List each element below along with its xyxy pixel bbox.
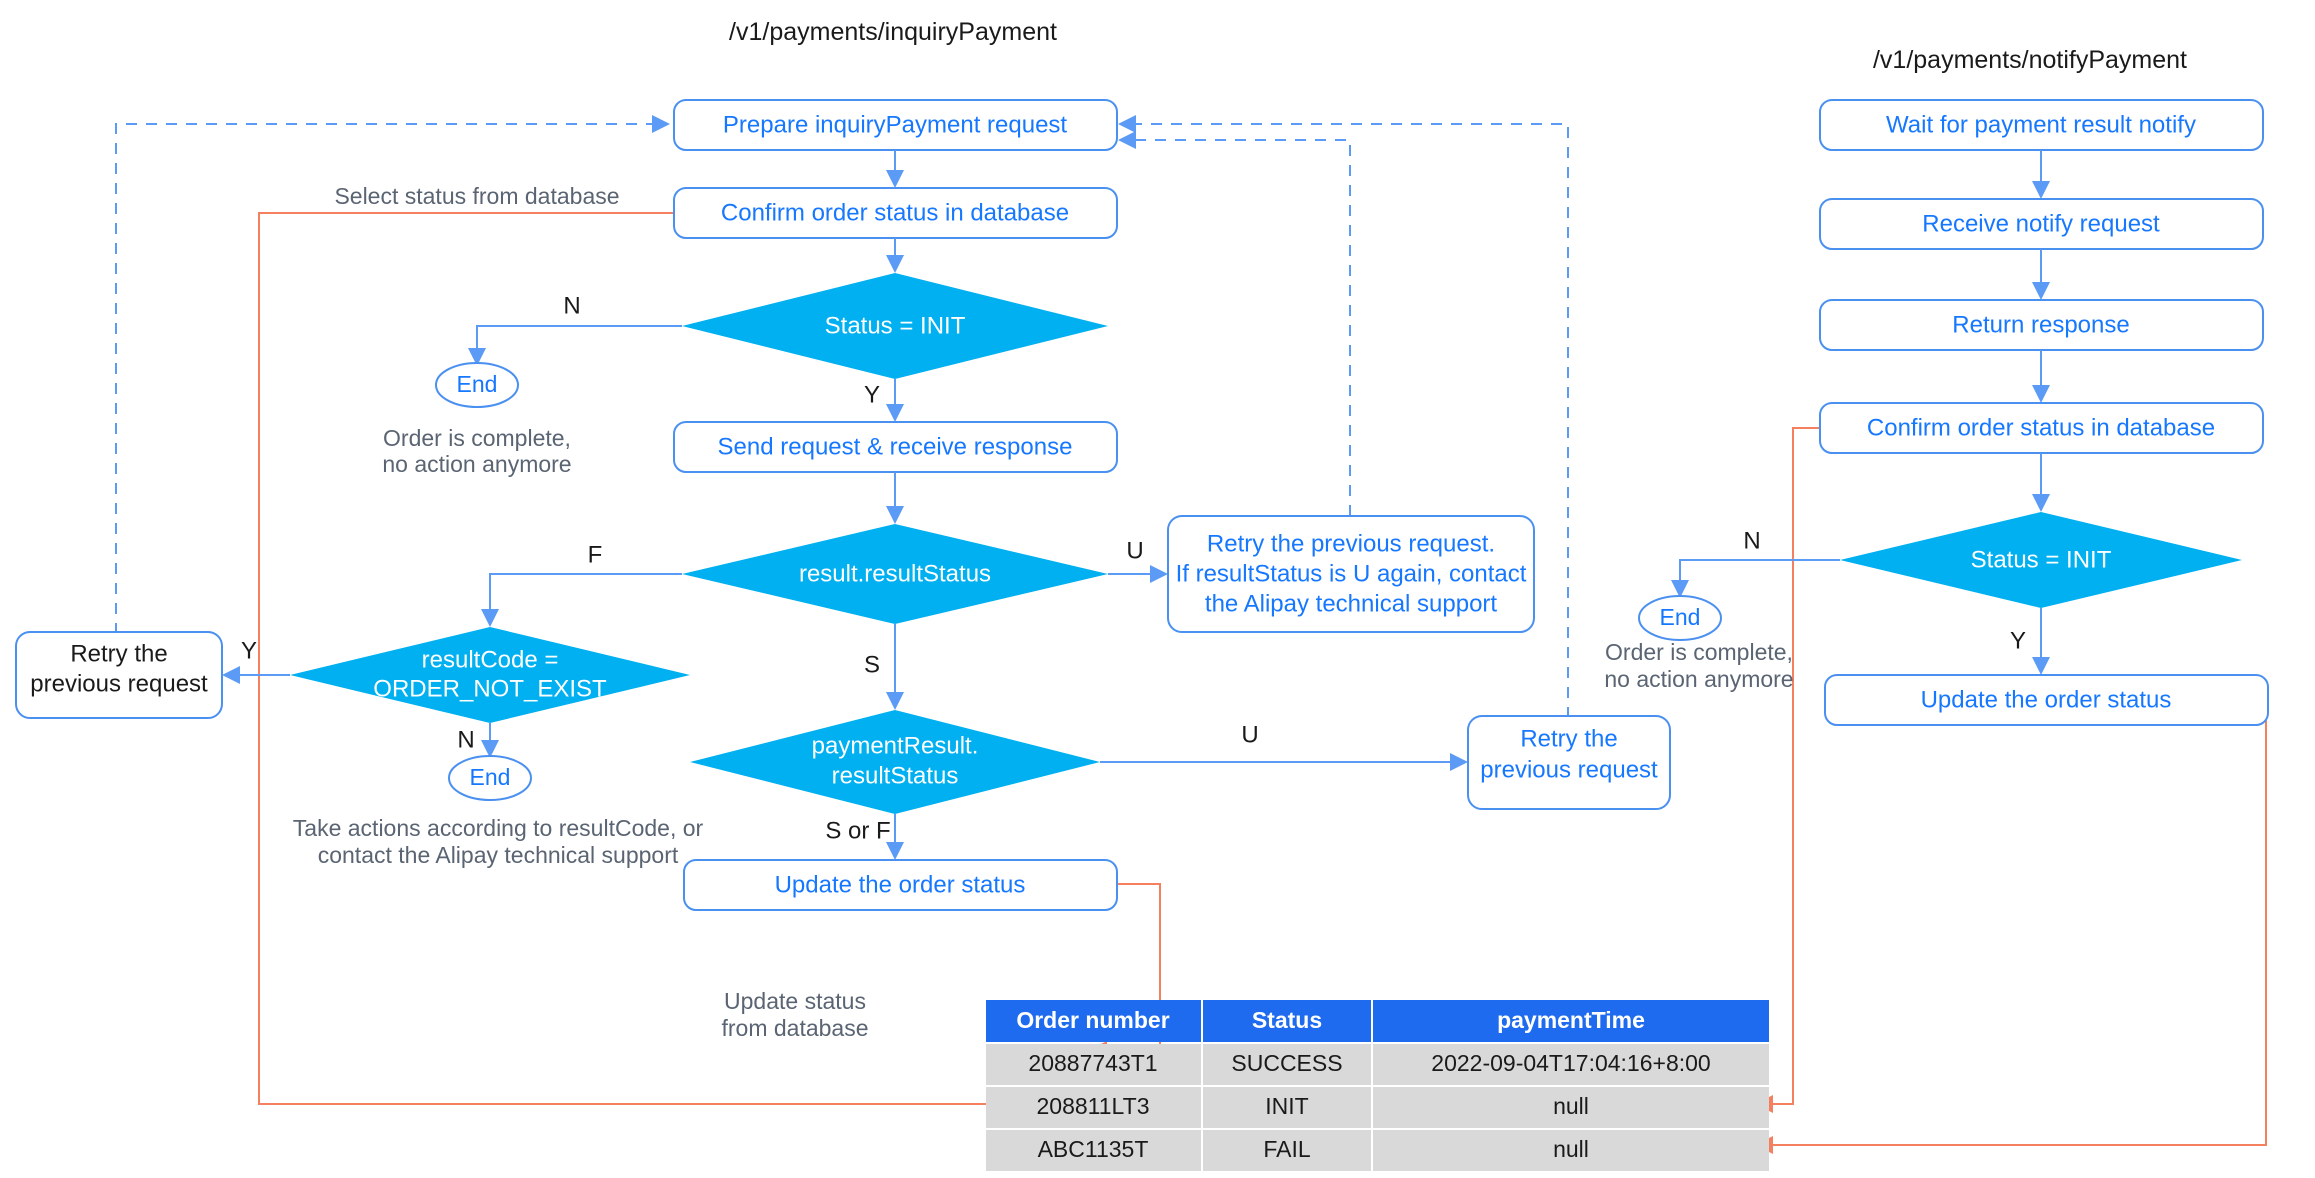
decision-payment-result-status[interactable] [690,710,1100,814]
note-update-status-line1: Update status [724,988,866,1014]
table-cell-r0c1 [1203,1044,1371,1085]
note-update-status-line2: from database [721,1015,868,1041]
order-table: Order number Status paymentTime 20887743… [986,1000,1769,1171]
table-header-cell-1 [1203,1000,1371,1042]
decision-result-resultstatus[interactable] [682,524,1108,624]
node-update-order-status-left-label: Update the order status [775,871,1026,898]
table-cell-label-r2c1: FAIL [1263,1136,1311,1162]
note-select-status-from-database: Select status from database [334,183,619,209]
edge-result-f [481,573,682,627]
node-receive-notify-request-label: Receive notify request [1922,210,2160,237]
table-cell-label-r0c0: 20887743T1 [1028,1050,1157,1076]
edge-label-status-n: N [563,292,580,319]
node-confirm-order-status-right-label: Confirm order status in database [1867,414,2215,441]
node-end-2 [448,755,532,801]
table-cell-r1c0 [986,1087,1201,1128]
note-order-complete-left-line1: Order is complete, [383,425,571,451]
note-take-actions-line1: Take actions according to resultCode, or [293,815,704,841]
table-cell-r2c2 [1373,1130,1769,1171]
node-send-request-label: Send request & receive response [718,433,1073,460]
lane-title-inquiry: /v1/payments/inquiryPayment [729,18,1057,46]
decision-status-init-right[interactable] [1840,512,2242,608]
table-cell-label-r2c2: null [1553,1136,1589,1162]
table-cell-r0c0 [986,1044,1201,1085]
edge-right-confirm-to-table [1755,427,1820,1113]
node-end-1 [435,362,519,408]
table-cell-r2c1 [1203,1130,1371,1171]
table-header-cell-0 [986,1000,1201,1042]
edge-status-n-to-end [468,325,682,366]
table-row: 20887743T1 SUCCESS 2022-09-04T17:04:16+8… [986,1044,1769,1085]
node-retry-contact-line3: the Alipay technical support [1205,590,1498,617]
node-end-right-label: End [1660,604,1701,630]
lane-title-notify: /v1/payments/notifyPayment [1873,46,2187,74]
node-confirm-order-status-label: Confirm order status in database [721,199,1069,226]
edge-label-paymentresult-u: U [1241,721,1258,748]
table-cell-label-r1c2: null [1553,1093,1589,1119]
node-retry-left-line1: Retry the [70,640,167,667]
table-cell-label-r1c0: 208811LT3 [1037,1093,1150,1119]
node-wait-payment-notify-label: Wait for payment result notify [1886,111,2196,138]
decision-status-init-label: Status = INIT [825,312,966,339]
edge-label-resultcode-y: Y [241,637,257,664]
edge-label-result-f: F [588,541,603,568]
edge-label-result-u: U [1126,537,1143,564]
table-cell-r1c2 [1373,1087,1769,1128]
table-cell-label-r1c1: INIT [1265,1093,1308,1119]
edge-label-paymentresult-sorf: S or F [825,817,890,844]
decision-payment-result-line1: paymentResult. [812,732,979,759]
table-header-label-1: Status [1252,1007,1322,1033]
node-retry-contact-line2: If resultStatus is U again, contact [1176,560,1527,587]
table-header-label-2: paymentTime [1497,1007,1645,1033]
edge-status-right-n [1671,559,1840,598]
edge-select-status-from-database [258,212,1093,1113]
node-retry-previous-request-right[interactable] [1467,715,1671,810]
decision-result-code-order-not-exist[interactable] [290,627,690,723]
decision-payment-result-line2: resultStatus [832,762,959,789]
decision-status-init[interactable] [682,273,1108,379]
table-cell-r1c1 [1203,1087,1371,1128]
table-cell-label-r0c2: 2022-09-04T17:04:16+8:00 [1431,1050,1710,1076]
decision-result-resultstatus-label: result.resultStatus [799,560,991,587]
note-order-complete-right-line2: no action anymore [1604,666,1793,692]
table-cell-r0c2 [1373,1044,1769,1085]
table-row: 208811LT3 INIT null [986,1087,1769,1128]
node-update-order-status-right-label: Update the order status [1921,686,2172,713]
node-retry-right-line2: previous request [1480,756,1658,783]
node-prepare-inquiry-request-label: Prepare inquiryPayment request [723,111,1068,138]
node-retry-contact-support[interactable] [1167,515,1535,633]
node-end-right [1638,595,1722,641]
edge-label-status-right-y: Y [2010,627,2026,654]
table-row: ABC1135T FAIL null [986,1130,1769,1171]
table-cell-label-r2c0: ABC1135T [1038,1136,1149,1162]
decision-result-code-line2: ORDER_NOT_EXIST [373,675,607,702]
node-retry-previous-request-left[interactable] [15,631,223,719]
table-header-cell-2 [1373,1000,1769,1042]
node-retry-contact-line1: Retry the previous request. [1207,530,1495,557]
edge-retry-contact-to-prepare [1118,131,1351,516]
node-retry-left-line2: previous request [30,670,208,697]
edge-right-update-to-table [1755,696,2267,1154]
edge-label-status-right-n: N [1743,527,1760,554]
table-header-label-0: Order number [1016,1007,1169,1033]
node-update-order-status-left[interactable] [683,859,1118,911]
edge-label-resultcode-n: N [457,726,474,753]
edge-retry-left-to-prepare [115,115,670,634]
node-return-response-label: Return response [1952,311,2129,338]
node-retry-right-line1: Retry the [1520,725,1617,752]
table-cell-label-r0c1: SUCCESS [1231,1050,1342,1076]
edge-label-result-s: S [864,651,880,678]
note-order-complete-right-line1: Order is complete, [1605,639,1793,665]
node-end-2-label: End [470,764,511,790]
decision-result-code-line1: resultCode = [422,646,559,673]
edge-label-status-y: Y [864,381,880,408]
note-order-complete-left-line2: no action anymore [382,451,571,477]
note-take-actions-line2: contact the Alipay technical support [318,842,679,868]
node-update-order-status-right[interactable] [1824,674,2269,726]
decision-status-init-right-label: Status = INIT [1971,546,2112,573]
table-cell-r2c0 [986,1130,1201,1171]
node-end-1-label: End [457,371,498,397]
